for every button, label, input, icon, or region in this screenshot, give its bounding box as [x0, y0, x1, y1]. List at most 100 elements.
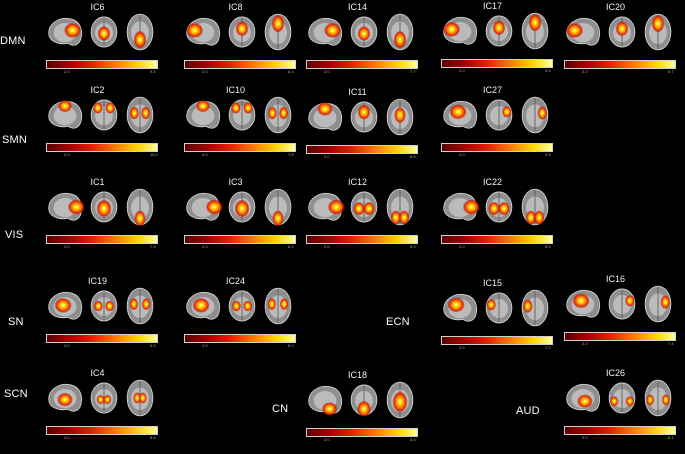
scale-max-label: 7.5	[288, 152, 294, 157]
scale-min-label: 2.0	[582, 341, 588, 346]
coronal-brain-view	[485, 292, 513, 324]
scale-max-label: 7.2	[545, 345, 551, 350]
activation-blob	[133, 30, 147, 49]
activation-blob	[105, 300, 115, 312]
coronal-brain-view	[90, 191, 118, 223]
activation-blob	[58, 99, 72, 113]
scale-max-label: 6.1	[288, 69, 294, 74]
network-label-aud: AUD	[516, 405, 540, 417]
axial-brain-view	[521, 289, 549, 327]
component-title: IC10	[225, 85, 245, 95]
component-title: IC12	[347, 177, 367, 187]
scale-max-label: 6.7	[668, 69, 674, 74]
sagittal-brain-view	[443, 100, 478, 129]
activation-blob	[449, 104, 467, 120]
activation-blob	[357, 26, 371, 41]
scale-min-label: 2.0	[64, 69, 70, 74]
sagittal-brain-view	[443, 16, 478, 45]
activation-blob	[64, 23, 81, 38]
axial-brain-view	[126, 287, 154, 325]
scale-min-label: 2.0	[459, 68, 465, 73]
activation-blob	[492, 20, 506, 36]
axial-brain-view	[264, 13, 292, 51]
brain-views	[548, 378, 683, 418]
activation-blob	[196, 99, 210, 113]
scale-max-label: 4.9	[545, 152, 551, 157]
component-title: IC17	[482, 1, 502, 11]
activation-blob	[134, 210, 146, 226]
brain-views	[548, 12, 683, 52]
activation-blob	[105, 102, 115, 114]
activation-blob	[393, 30, 407, 49]
activation-blob	[317, 102, 333, 116]
activation-blob	[103, 394, 112, 405]
color-scale-bar	[184, 334, 296, 343]
activation-blob	[443, 22, 460, 37]
activation-blob	[206, 199, 222, 215]
scale-max-label: 5.5	[410, 437, 416, 442]
network-label-cn: CN	[272, 403, 289, 415]
component-title: IC14	[347, 2, 367, 12]
sagittal-brain-view	[48, 17, 83, 46]
activation-blob	[625, 396, 635, 407]
component-title: IC27	[482, 85, 502, 95]
activation-blob	[534, 210, 545, 225]
activation-blob	[93, 102, 103, 114]
brain-views	[425, 11, 560, 51]
brain-views	[290, 97, 425, 137]
brain-views	[548, 284, 683, 324]
activation-blob	[394, 107, 406, 124]
brain-views	[425, 187, 560, 227]
sagittal-brain-view	[308, 385, 343, 416]
scale-max-label: 6.9	[150, 343, 156, 348]
activation-blob	[392, 391, 408, 413]
scale-max-label: 6.2	[545, 244, 551, 249]
brain-views	[30, 187, 165, 227]
activation-blob	[357, 104, 371, 120]
color-scale-bar	[46, 60, 158, 69]
activation-blob	[141, 298, 151, 311]
axial-brain-view	[386, 98, 414, 136]
color-scale-bar	[306, 145, 418, 154]
brain-views	[30, 95, 165, 135]
scale-max-label: 6.2	[288, 244, 294, 249]
sagittal-brain-view	[48, 99, 83, 129]
component-title: IC1	[90, 177, 105, 187]
activation-blob	[625, 295, 635, 307]
activation-blob	[357, 400, 371, 416]
brain-views	[168, 187, 303, 227]
coronal-brain-view	[485, 191, 513, 223]
sagittal-brain-view	[566, 289, 601, 318]
sagittal-brain-view	[566, 17, 601, 46]
activation-blob	[324, 23, 341, 38]
network-label-smn: SMN	[2, 134, 28, 146]
component-title: IC16	[605, 274, 625, 284]
sagittal-brain-view	[186, 291, 221, 320]
coronal-brain-view	[485, 99, 513, 131]
axial-brain-view	[126, 96, 154, 134]
color-scale-bar	[441, 59, 553, 68]
brain-views	[290, 187, 425, 227]
activation-blob	[447, 297, 465, 313]
color-scale-bar	[46, 235, 158, 244]
axial-brain-view	[264, 188, 292, 226]
color-scale-bar	[46, 143, 158, 152]
brain-views	[425, 288, 560, 328]
coronal-brain-view	[608, 16, 636, 48]
axial-brain-view	[126, 13, 154, 51]
activation-blob	[615, 21, 629, 37]
scale-min-label: 2.0	[324, 69, 330, 74]
scale-min-label: 2.0	[582, 69, 588, 74]
component-title: IC8	[228, 2, 243, 12]
component-title: IC15	[482, 278, 502, 288]
scale-max-label: 6.0	[410, 244, 416, 249]
network-label-scn: SCN	[4, 388, 28, 400]
sagittal-brain-view	[443, 293, 478, 322]
component-title: IC4	[90, 368, 105, 378]
activation-blob	[93, 300, 103, 312]
